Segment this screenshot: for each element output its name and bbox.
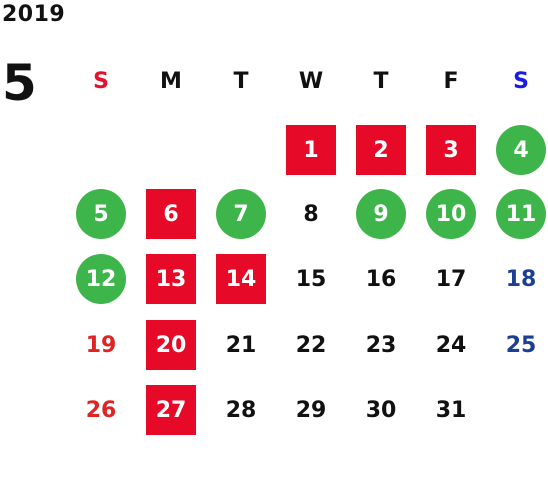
day-cell[interactable]: 15 (295, 266, 327, 292)
day-cell[interactable]: 16 (365, 266, 397, 292)
day-cell[interactable]: 31 (435, 397, 467, 423)
weekday-header: S (513, 68, 529, 94)
day-cell[interactable]: 6 (146, 189, 196, 239)
year-label: 2019 (2, 2, 66, 27)
day-cell[interactable]: 8 (303, 201, 319, 227)
weekday-header: M (160, 68, 182, 94)
day-cell[interactable]: 3 (426, 125, 476, 175)
day-cell[interactable]: 2 (356, 125, 406, 175)
day-cell[interactable]: 1 (286, 125, 336, 175)
day-cell[interactable]: 4 (496, 125, 546, 175)
day-cell[interactable]: 27 (146, 385, 196, 435)
day-cell[interactable]: 30 (365, 397, 397, 423)
day-cell[interactable]: 24 (435, 332, 467, 358)
day-cell[interactable]: 23 (365, 332, 397, 358)
day-cell[interactable]: 29 (295, 397, 327, 423)
day-cell[interactable]: 25 (505, 332, 537, 358)
day-cell[interactable]: 22 (295, 332, 327, 358)
day-cell[interactable]: 17 (435, 266, 467, 292)
day-cell[interactable]: 14 (216, 254, 266, 304)
day-cell[interactable]: 19 (85, 332, 117, 358)
day-cell[interactable]: 13 (146, 254, 196, 304)
weekday-header: F (443, 68, 459, 94)
day-cell[interactable]: 9 (356, 189, 406, 239)
day-cell[interactable]: 5 (76, 189, 126, 239)
day-cell[interactable]: 12 (76, 254, 126, 304)
month-number: 5 (2, 54, 37, 112)
day-cell[interactable]: 26 (85, 397, 117, 423)
weekday-header: W (298, 68, 324, 94)
day-cell[interactable]: 7 (216, 189, 266, 239)
day-cell[interactable]: 10 (426, 189, 476, 239)
weekday-header: T (373, 68, 389, 94)
weekday-header: S (93, 68, 109, 94)
day-cell[interactable]: 28 (225, 397, 257, 423)
day-cell[interactable]: 21 (225, 332, 257, 358)
weekday-header: T (233, 68, 249, 94)
day-cell[interactable]: 11 (496, 189, 546, 239)
day-cell[interactable]: 20 (146, 320, 196, 370)
day-cell[interactable]: 18 (505, 266, 537, 292)
